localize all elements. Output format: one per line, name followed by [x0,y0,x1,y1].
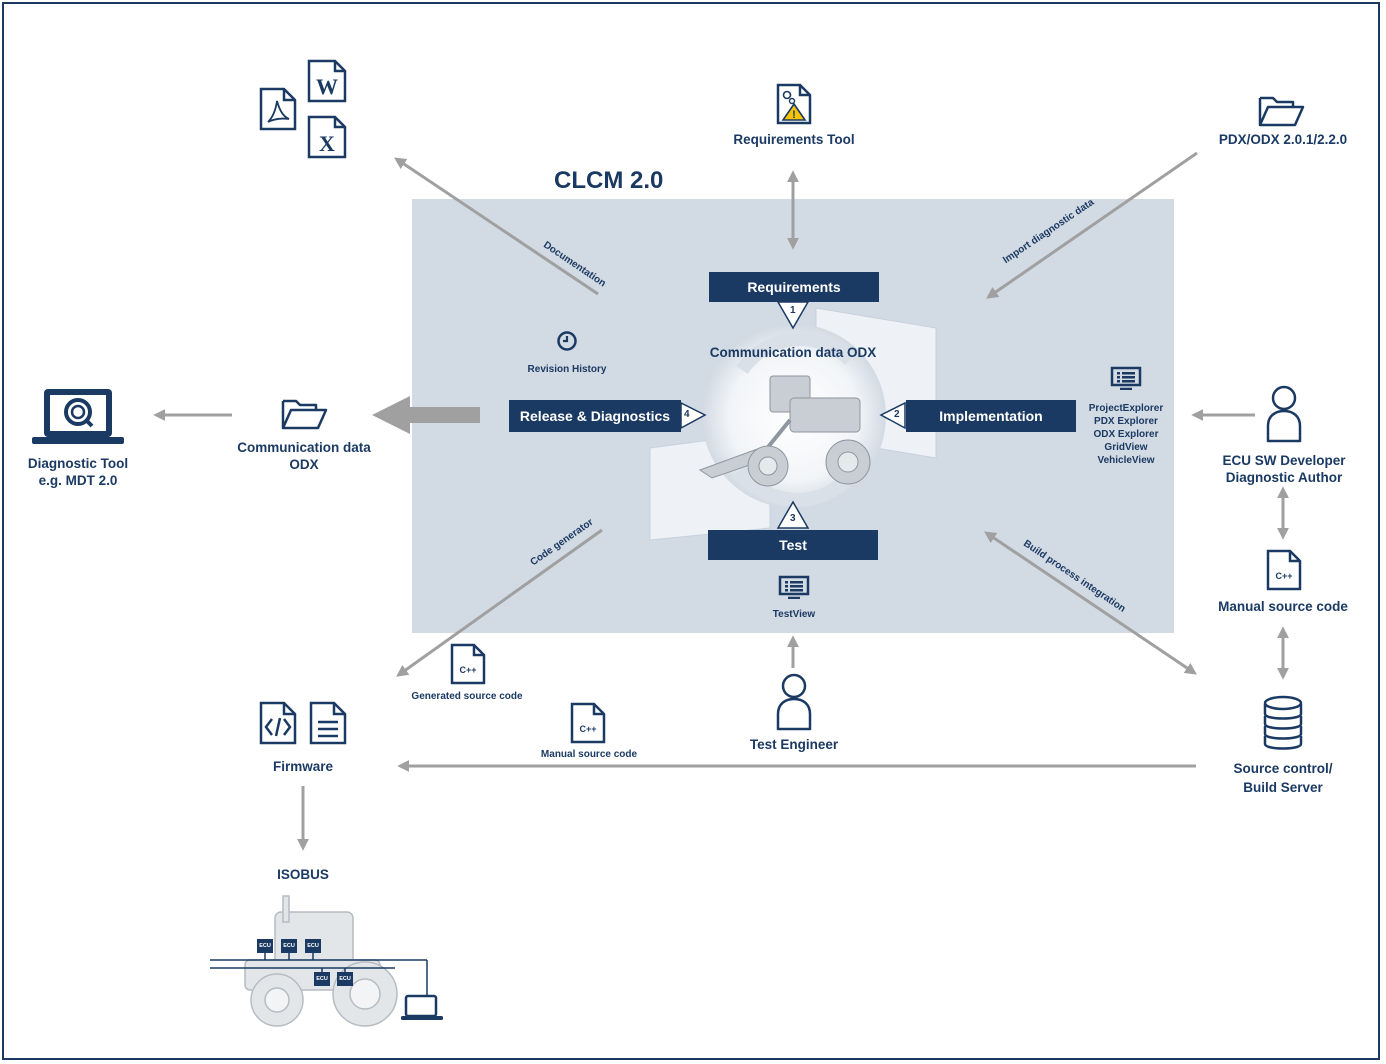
revision-history-label: Revision History [527,364,607,375]
step-triangle-3 [776,500,810,529]
user-icon [776,673,812,731]
testview-label: TestView [772,609,816,620]
code-file-icon [259,701,297,745]
tool-vehicleview: VehicleView [1097,455,1155,466]
ecu-box: ECU [337,972,353,986]
word-icon: W [307,59,347,103]
svg-text:C++: C++ [579,724,596,734]
arrow-import [986,151,1198,299]
svg-text:X: X [319,131,335,156]
central-graphic [649,307,937,541]
diagnostic-tool-line1: Diagnostic Tool [27,456,129,471]
step-number-3: 3 [790,513,796,524]
svg-text:C++: C++ [459,665,476,675]
laptop-magnifier-icon [32,389,124,444]
implementation-tools-list: ProjectExplorer PDX Explorer ODX Explore… [1089,402,1163,467]
ecu-box: ECU [281,939,297,953]
tool-odx-explorer: ODX Explorer [1093,429,1159,440]
developer-line1: ECU SW Developer [1222,453,1346,468]
database-icon [1263,695,1303,750]
diagnostic-tool-label: Diagnostic Tool e.g. MDT 2.0 [28,455,128,489]
center-label: Communication data ODX [709,345,877,360]
source-control-label: Source control/ Build Server [1233,759,1332,797]
tractor-image [210,895,443,1027]
svg-text:!: ! [792,109,796,121]
manual-source-label: Manual source code [1218,599,1348,614]
folder-icon [1258,96,1305,127]
step-triangle-2 [879,401,906,430]
ecu-box: ECU [314,972,330,986]
excel-icon: X [307,115,347,159]
pdf-icon [259,87,297,131]
user-icon [1266,385,1302,443]
test-engineer-label: Test Engineer [749,737,839,752]
source-control-line1: Source control/ [1233,761,1333,776]
implementation-box: Implementation [906,400,1076,432]
comm-data-label: Communication data ODX [237,439,371,473]
tool-pdx-explorer: PDX Explorer [1094,416,1158,427]
cpp-file-icon: C++ [570,702,606,744]
arrow-release [372,396,480,434]
cpp-file-icon: C++ [450,643,486,685]
step-number-2: 2 [894,409,900,420]
developer-line2: Diagnostic Author [1225,470,1343,485]
firmware-label: Firmware [272,759,334,774]
text-file-icon [309,701,347,745]
clock-icon [557,331,577,351]
arrow-build [984,531,1197,675]
source-control-line2: Build Server [1243,780,1323,795]
tool-gridview: GridView [1104,442,1148,453]
svg-text:C++: C++ [1275,571,1292,581]
pdx-label: PDX/ODX 2.0.1/2.2.0 [1218,132,1348,147]
cpp-file-icon: C++ [1266,549,1302,591]
wheel-loader-image [698,375,871,487]
comm-data-line2: ODX [289,457,319,472]
diagnostic-tool-line2: e.g. MDT 2.0 [38,473,118,488]
monitor-list-icon [778,575,810,599]
requirements-document-warning-icon: ! [776,83,812,125]
svg-text:W: W [316,74,338,99]
isobus-label: ISOBUS [277,867,329,882]
step-triangle-4 [680,401,707,430]
arrow-code-generator [396,528,603,677]
diagram-title: CLCM 2.0 [554,167,664,194]
requirements-tool-label: Requirements Tool [733,132,855,147]
step-number-4: 4 [684,409,690,420]
test-box: Test [708,530,878,560]
laptop-icon [401,994,443,1020]
generated-source-label: Generated source code [411,691,523,702]
monitor-list-icon [1110,366,1142,390]
tool-project-explorer: ProjectExplorer [1088,403,1164,414]
comm-data-line1: Communication data [237,440,371,455]
arrow-documentation [394,157,599,296]
release-box: Release & Diagnostics [509,400,681,432]
folder-icon [281,399,328,430]
requirements-box: Requirements [709,272,879,302]
developer-label: ECU SW Developer Diagnostic Author [1222,452,1345,486]
manual-source-small-label: Manual source code [540,749,638,760]
step-number-1: 1 [790,305,796,316]
ecu-box: ECU [257,939,273,953]
step-triangle-1 [776,301,810,330]
ecu-box: ECU [305,939,321,953]
